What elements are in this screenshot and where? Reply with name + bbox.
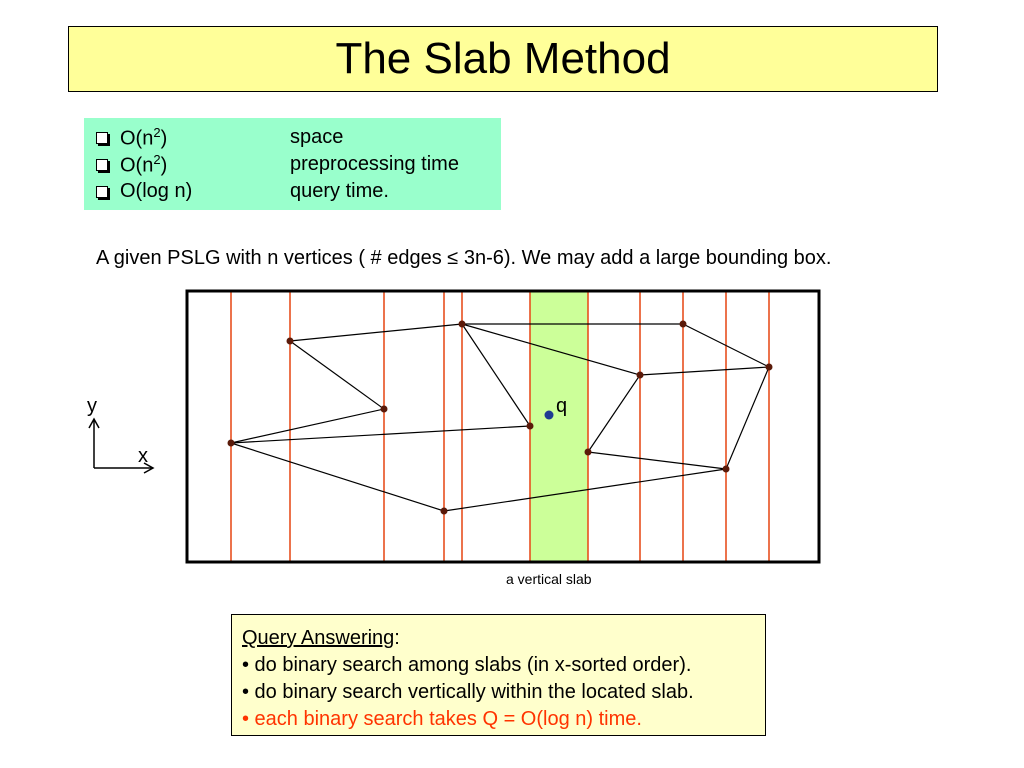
edge bbox=[289, 323, 463, 342]
complexity-desc: space bbox=[290, 126, 344, 148]
title-banner: The Slab Method bbox=[68, 26, 938, 92]
complexity-bound: O(n2) bbox=[120, 151, 168, 177]
checkbox-bullet-icon bbox=[96, 158, 108, 171]
complexity-list: O(n2) space O(n2) preprocessing time O(l… bbox=[84, 118, 501, 210]
query-bullet: • do binary search vertically within the… bbox=[242, 681, 694, 703]
checkbox-bullet-icon bbox=[96, 185, 108, 198]
complexity-item-query: O(log n) query time. bbox=[96, 178, 501, 205]
vertex bbox=[765, 363, 773, 371]
complexity-item-preprocessing: O(n2) preprocessing time bbox=[96, 151, 501, 178]
vertex bbox=[722, 465, 730, 473]
edge bbox=[230, 442, 445, 512]
edge bbox=[443, 468, 727, 512]
pslg-description: A given PSLG with n vertices ( # edges ≤… bbox=[96, 247, 832, 269]
edge bbox=[587, 451, 727, 470]
slab-caption: a vertical slab bbox=[506, 571, 592, 587]
vertex bbox=[636, 371, 644, 379]
complexity-bound: O(log n) bbox=[120, 180, 193, 202]
edge bbox=[230, 425, 531, 444]
x-axis-label: x bbox=[138, 445, 148, 467]
complexity-desc: query time. bbox=[290, 180, 389, 202]
edge bbox=[587, 374, 641, 453]
slab-lines bbox=[230, 291, 770, 562]
query-answering-box: Query Answering: • do binary search amon… bbox=[231, 614, 766, 736]
edge bbox=[682, 323, 770, 368]
edge bbox=[289, 340, 385, 410]
query-point-label: q bbox=[556, 395, 568, 417]
vertex bbox=[227, 439, 235, 447]
vertex bbox=[286, 337, 294, 345]
y-axis-label: y bbox=[87, 395, 97, 417]
vertex bbox=[380, 405, 388, 413]
vertex bbox=[440, 507, 448, 515]
query-bullet-highlight: • each binary search takes Q = O(log n) … bbox=[242, 708, 642, 730]
complexity-desc: preprocessing time bbox=[290, 153, 459, 175]
page-title: The Slab Method bbox=[335, 34, 671, 83]
vertex bbox=[584, 448, 592, 456]
edge bbox=[725, 366, 770, 470]
bounding-box bbox=[185, 289, 821, 564]
checkbox-bullet-icon bbox=[96, 131, 108, 144]
edge bbox=[639, 366, 770, 376]
complexity-bound: O(n2) bbox=[120, 124, 168, 150]
edge bbox=[461, 323, 531, 427]
query-point bbox=[544, 410, 554, 420]
edge bbox=[230, 408, 385, 444]
axes-icon bbox=[88, 417, 155, 474]
query-heading: Query Answering: bbox=[242, 627, 400, 649]
vertex bbox=[679, 320, 687, 328]
pslg-edges bbox=[230, 323, 770, 512]
vertex bbox=[526, 422, 534, 430]
query-bullet: • do binary search among slabs (in x-sor… bbox=[242, 654, 692, 676]
edge bbox=[461, 323, 641, 376]
complexity-item-space: O(n2) space bbox=[96, 124, 501, 151]
vertex bbox=[458, 320, 466, 328]
highlighted-slab bbox=[530, 291, 588, 562]
pslg-vertices bbox=[227, 320, 773, 515]
